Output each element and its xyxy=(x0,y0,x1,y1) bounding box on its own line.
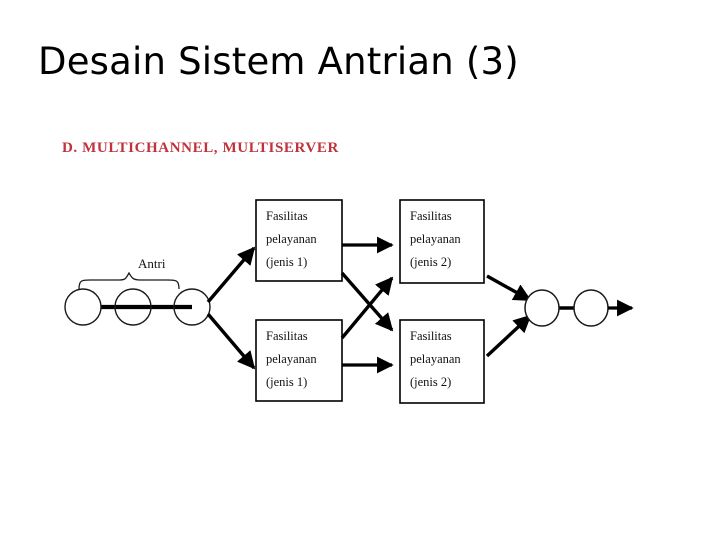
server-bottom-right-line2: pelayanan xyxy=(410,352,461,366)
server-box-bottom-right: Fasilitas pelayanan (jenis 2) xyxy=(399,319,485,404)
exit-unit-2 xyxy=(573,289,609,327)
diagram-svg: Antri Fasilitas pelayanan (jenis 1) Fa xyxy=(64,199,634,404)
diagram-heading: D. MULTICHANNEL, MULTISERVER xyxy=(62,140,339,156)
queue-unit-1 xyxy=(64,288,102,326)
queue-label: Antri xyxy=(138,256,166,271)
queue-unit-2 xyxy=(114,288,152,326)
queue-brace xyxy=(78,271,180,290)
server-bottom-left-line1: Fasilitas xyxy=(266,329,308,343)
server-box-top-right: Fasilitas pelayanan (jenis 2) xyxy=(399,199,485,284)
server-box-top-left: Fasilitas pelayanan (jenis 1) xyxy=(255,199,343,282)
arrow-queue-to-bottom-left xyxy=(206,312,256,370)
page-title: Desain Sistem Antrian (3) xyxy=(38,40,519,83)
queue-group: Antri xyxy=(64,256,211,326)
server-bottom-right-line1: Fasilitas xyxy=(410,329,452,343)
server-top-left-line3: (jenis 1) xyxy=(266,255,307,269)
arrow-bottom-left-to-top-right xyxy=(340,276,394,340)
server-box-bottom-left: Fasilitas pelayanan (jenis 1) xyxy=(255,319,343,402)
server-top-right-line3: (jenis 2) xyxy=(410,255,451,269)
server-bottom-left-line2: pelayanan xyxy=(266,352,317,366)
server-top-right-line2: pelayanan xyxy=(410,232,461,246)
arrow-bottom-right-to-exit xyxy=(485,314,532,358)
arrow-queue-to-top-left xyxy=(206,246,256,304)
arrow-top-left-to-bottom-right xyxy=(340,271,394,332)
server-top-right-line1: Fasilitas xyxy=(410,209,452,223)
server-top-left-line1: Fasilitas xyxy=(266,209,308,223)
server-bottom-right-line3: (jenis 2) xyxy=(410,375,451,389)
exit-unit-1 xyxy=(524,289,560,327)
arrow-top-right-to-exit xyxy=(486,274,532,302)
server-top-left-line2: pelayanan xyxy=(266,232,317,246)
queue-system-diagram: D. MULTICHANNEL, MULTISERVER Antri xyxy=(40,128,680,418)
server-bottom-left-line3: (jenis 1) xyxy=(266,375,307,389)
queue-unit-3 xyxy=(173,288,211,326)
exit-group xyxy=(524,289,634,327)
